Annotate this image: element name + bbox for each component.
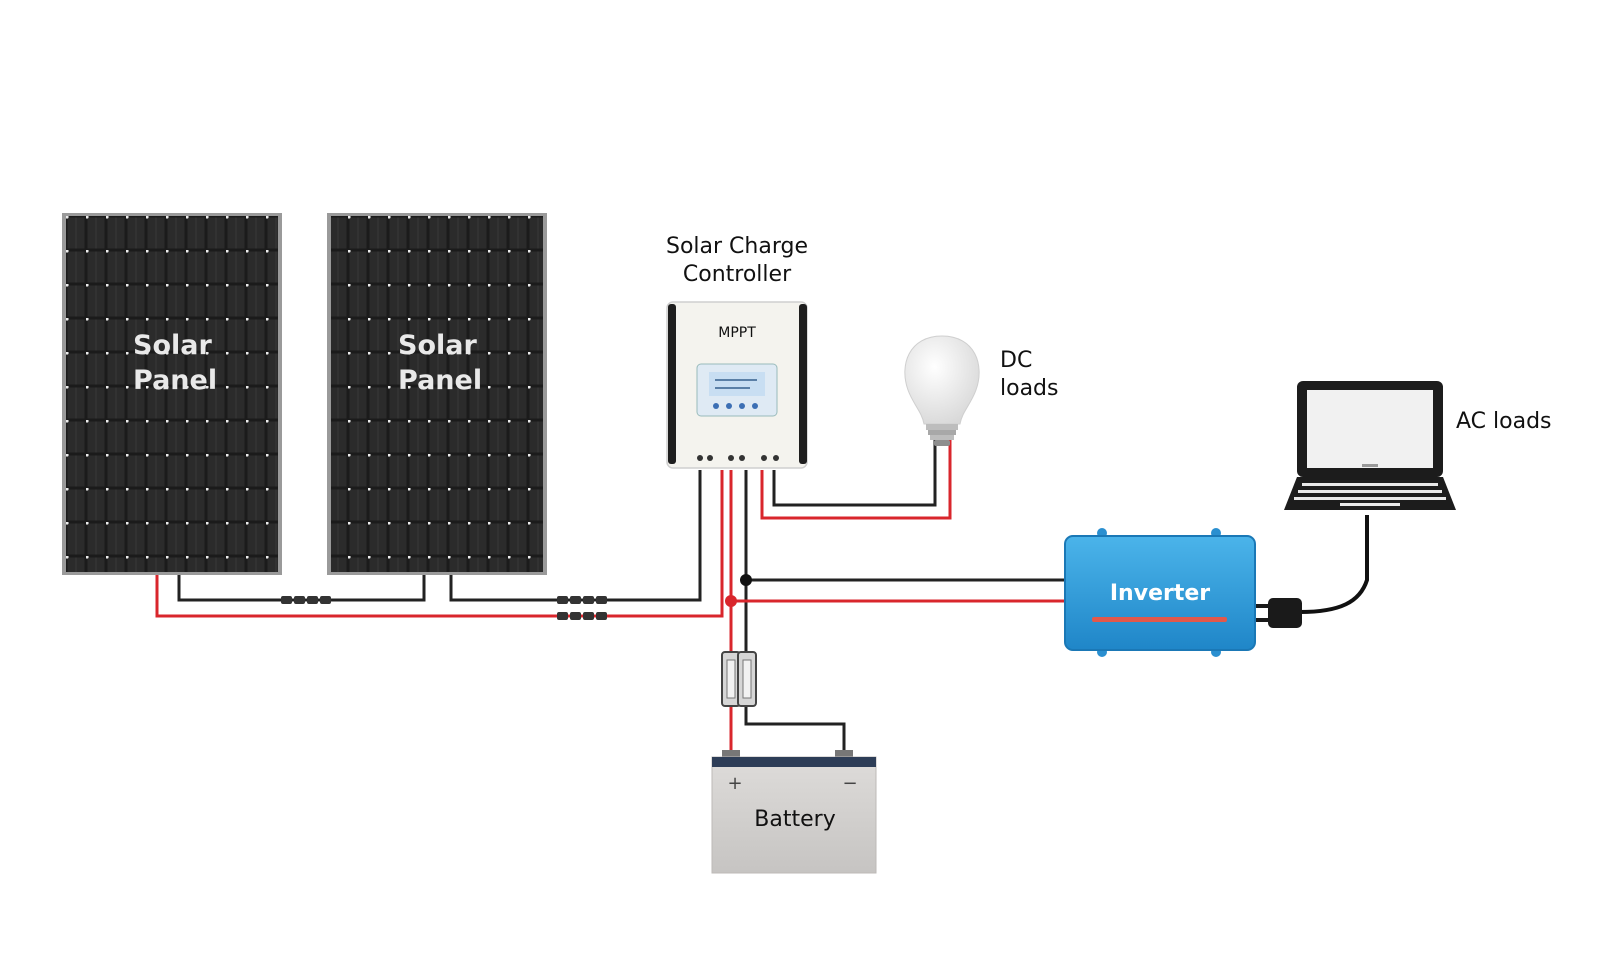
light-bulb-icon [904,335,980,446]
battery-minus-sign: − [842,773,857,794]
solar-panel-2-label-line2: Panel [398,365,482,396]
dc-loads-label-line2: loads [1000,376,1058,401]
controller-badge: MPPT [718,325,756,341]
battery-negative-wire [744,470,846,755]
solar-panel-2-label-line1: Solar [398,330,477,361]
positive-junction-dot [725,595,737,607]
solar-panel-1: Solar Panel [62,213,282,575]
panel1-negative-wire [177,572,426,602]
mc4-connector-1 [281,596,331,604]
solar-panel-2: Solar Panel [327,213,547,575]
battery-label: Battery [754,807,835,832]
dc-load-positive-wire [760,440,952,520]
battery: + − Battery [711,750,877,874]
negative-junction-dot [740,574,752,586]
dc-load-negative-wire [772,440,937,507]
ac-cable [1299,515,1369,614]
controller-terminals [697,455,779,461]
dc-loads-label-line1: DC [1000,348,1032,373]
battery-plus-sign: + [727,773,742,794]
laptop-icon [1284,381,1456,510]
ac-plug-icon [1256,598,1302,628]
inverter: Inverter [1064,528,1256,657]
battery-fuses [721,651,757,707]
controller-title-line2: Controller [683,262,792,287]
solar-panel-1-label-line2: Panel [133,365,217,396]
charge-controller: MPPT [666,301,808,469]
mc4-connector-3 [557,612,607,620]
panel1-positive-wire [155,470,724,618]
wiring [155,440,1369,755]
controller-title-line1: Solar Charge [666,234,808,259]
solar-panel-1-label-line1: Solar [133,330,212,361]
ac-loads-label: AC loads [1456,409,1552,434]
inverter-label: Inverter [1110,581,1210,606]
mc4-connector-2 [557,596,607,604]
